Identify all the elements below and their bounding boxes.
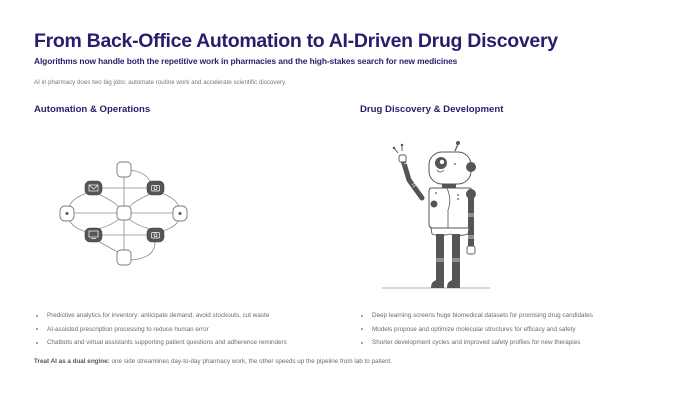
camera-icon (151, 185, 160, 192)
footer-lead: Treat AI as a dual engine: (34, 358, 110, 365)
list-item: Shorter development cycles and improved … (359, 336, 593, 350)
bullet-icon (36, 341, 39, 344)
bullet-icon (36, 328, 39, 331)
list-item: Predictive analytics for inventory: anti… (34, 309, 287, 323)
monitor-icon (88, 230, 99, 239)
list-item: Chatbots and virtual assistants supporti… (34, 336, 287, 350)
bullet-icon (361, 341, 364, 344)
waving-robot-illustration (382, 141, 490, 289)
list-item: Deep learning screens huge biomedical da… (359, 309, 593, 323)
drug-discovery-bullet-list: Deep learning screens huge biomedical da… (359, 309, 593, 350)
bullet-icon (36, 314, 39, 317)
network-diagram-illustration (59, 161, 188, 266)
list-item: AI-assisted prescription processing to r… (34, 323, 287, 337)
page-title: From Back-Office Automation to AI-Driven… (34, 30, 558, 52)
envelope-icon (88, 184, 99, 192)
bullet-icon (361, 328, 364, 331)
page-subtitle: Algorithms now handle both the repetitiv… (34, 56, 458, 66)
bullet-icon (361, 314, 364, 317)
footer-takeaway: Treat AI as a dual engine: one side stre… (34, 358, 392, 365)
list-item: Models propose and optimize molecular st… (359, 323, 593, 337)
intro-text: AI in pharmacy does two big jobs: automa… (34, 79, 287, 86)
automation-heading: Automation & Operations (34, 104, 151, 115)
camera-icon (151, 232, 160, 239)
drug-discovery-heading: Drug Discovery & Development (360, 104, 504, 115)
automation-bullet-list: Predictive analytics for inventory: anti… (34, 309, 287, 350)
footer-text: one side streamlines day-to-day pharmacy… (109, 358, 393, 365)
